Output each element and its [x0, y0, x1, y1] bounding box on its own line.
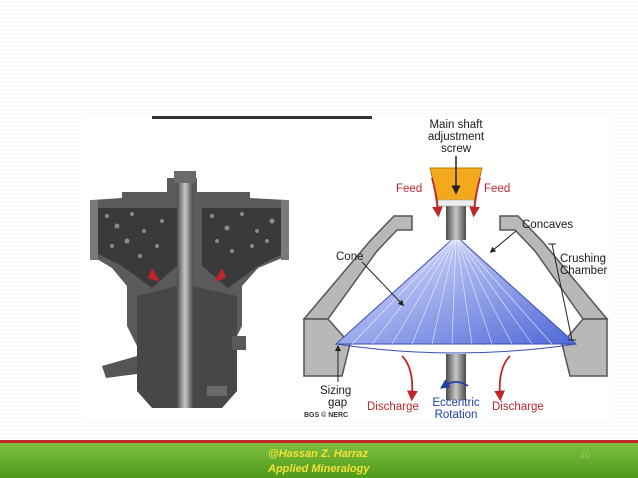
sizing-gap-label: Sizing: [320, 385, 351, 397]
cone-body: [334, 235, 578, 354]
crushing-chamber-label: Crushing: [560, 253, 606, 265]
feed-arrow-left: [431, 177, 443, 218]
page-number: 10: [580, 450, 591, 460]
footer-credit: @Hassan Z. Harraz Applied Mineralogy: [268, 447, 369, 477]
feed-label-left: Feed: [396, 183, 422, 195]
crusher-cutaway-illustration: [90, 116, 372, 408]
discharge-arrow-right: [494, 355, 511, 402]
footer-course: Applied Mineralogy: [268, 463, 370, 475]
main-shaft-label: Main shaft: [429, 119, 483, 131]
footer-divider: [0, 440, 638, 443]
svg-text:Rotation: Rotation: [435, 409, 478, 421]
svg-text:screw: screw: [441, 143, 472, 155]
diagram-panel: Main shaft adjustment screw Feed Feed Co…: [82, 116, 612, 421]
right-concave: [499, 215, 609, 320]
discharge-label-right: Discharge: [492, 401, 544, 413]
concaves-label: Concaves: [522, 219, 573, 231]
cone-crusher-schematic: Main shaft adjustment screw Feed Feed Co…: [302, 119, 609, 421]
main-shaft-lower: [446, 354, 466, 400]
discharge-label-left: Discharge: [367, 401, 419, 413]
discharge-arrow-left: [401, 355, 418, 402]
cone-label: Cone: [336, 251, 364, 263]
eccentric-rotation-arrow: [440, 379, 469, 389]
svg-text:adjustment: adjustment: [428, 131, 485, 143]
credit-label: BGS © NERC: [304, 411, 348, 419]
feed-arrow-right: [469, 177, 481, 218]
cone-crusher-diagram: Main shaft adjustment screw Feed Feed Co…: [90, 116, 609, 421]
svg-text:Chamber: Chamber: [560, 265, 607, 277]
left-concave: [302, 215, 413, 320]
eccentric-rotation-label: Eccentric: [432, 397, 480, 409]
footer-bar: [0, 443, 638, 478]
slide: Main shaft adjustment screw Feed Feed Co…: [82, 116, 612, 421]
feed-label-right: Feed: [484, 183, 510, 195]
footer-author: @Hassan Z. Harraz: [268, 448, 368, 460]
svg-text:gap: gap: [328, 397, 347, 409]
main-shaft-upper: [446, 204, 466, 240]
